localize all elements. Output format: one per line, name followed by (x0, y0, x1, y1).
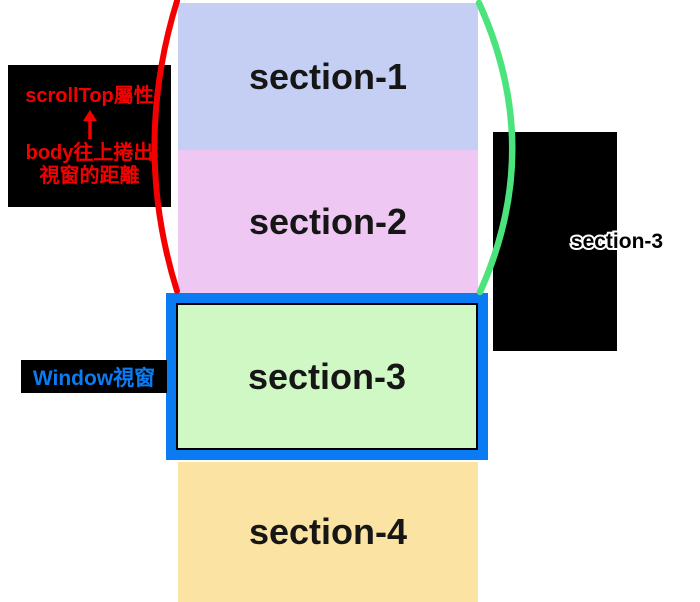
section-1-block: section-1 (178, 3, 478, 150)
scrolltop-note-box: scrollTop屬性 body往上捲出 視窗的距離 (8, 65, 171, 207)
window-label: Window視窗 (32, 366, 156, 390)
section-2-block: section-2 (178, 150, 478, 293)
scrolltop-property-label: scrollTop屬性 (25, 84, 154, 107)
section-4-block: section-4 (178, 462, 478, 602)
scroll-distance-line2: 視窗的距離 (39, 164, 140, 187)
right-note-label: section-3 (571, 230, 663, 253)
right-note-label-svg: section-3 (569, 228, 665, 255)
up-arrow-icon (81, 109, 99, 141)
section-4-label: section-4 (248, 511, 408, 552)
section-1-label: section-1 (248, 55, 408, 97)
section-3-label: section-3 (247, 355, 407, 397)
window-viewport-frame: section-3 (166, 293, 488, 460)
section-2-label: section-2 (248, 200, 408, 242)
window-label-box: Window視窗 (21, 360, 167, 393)
scroll-distance-line1: body往上捲出 (25, 141, 154, 164)
